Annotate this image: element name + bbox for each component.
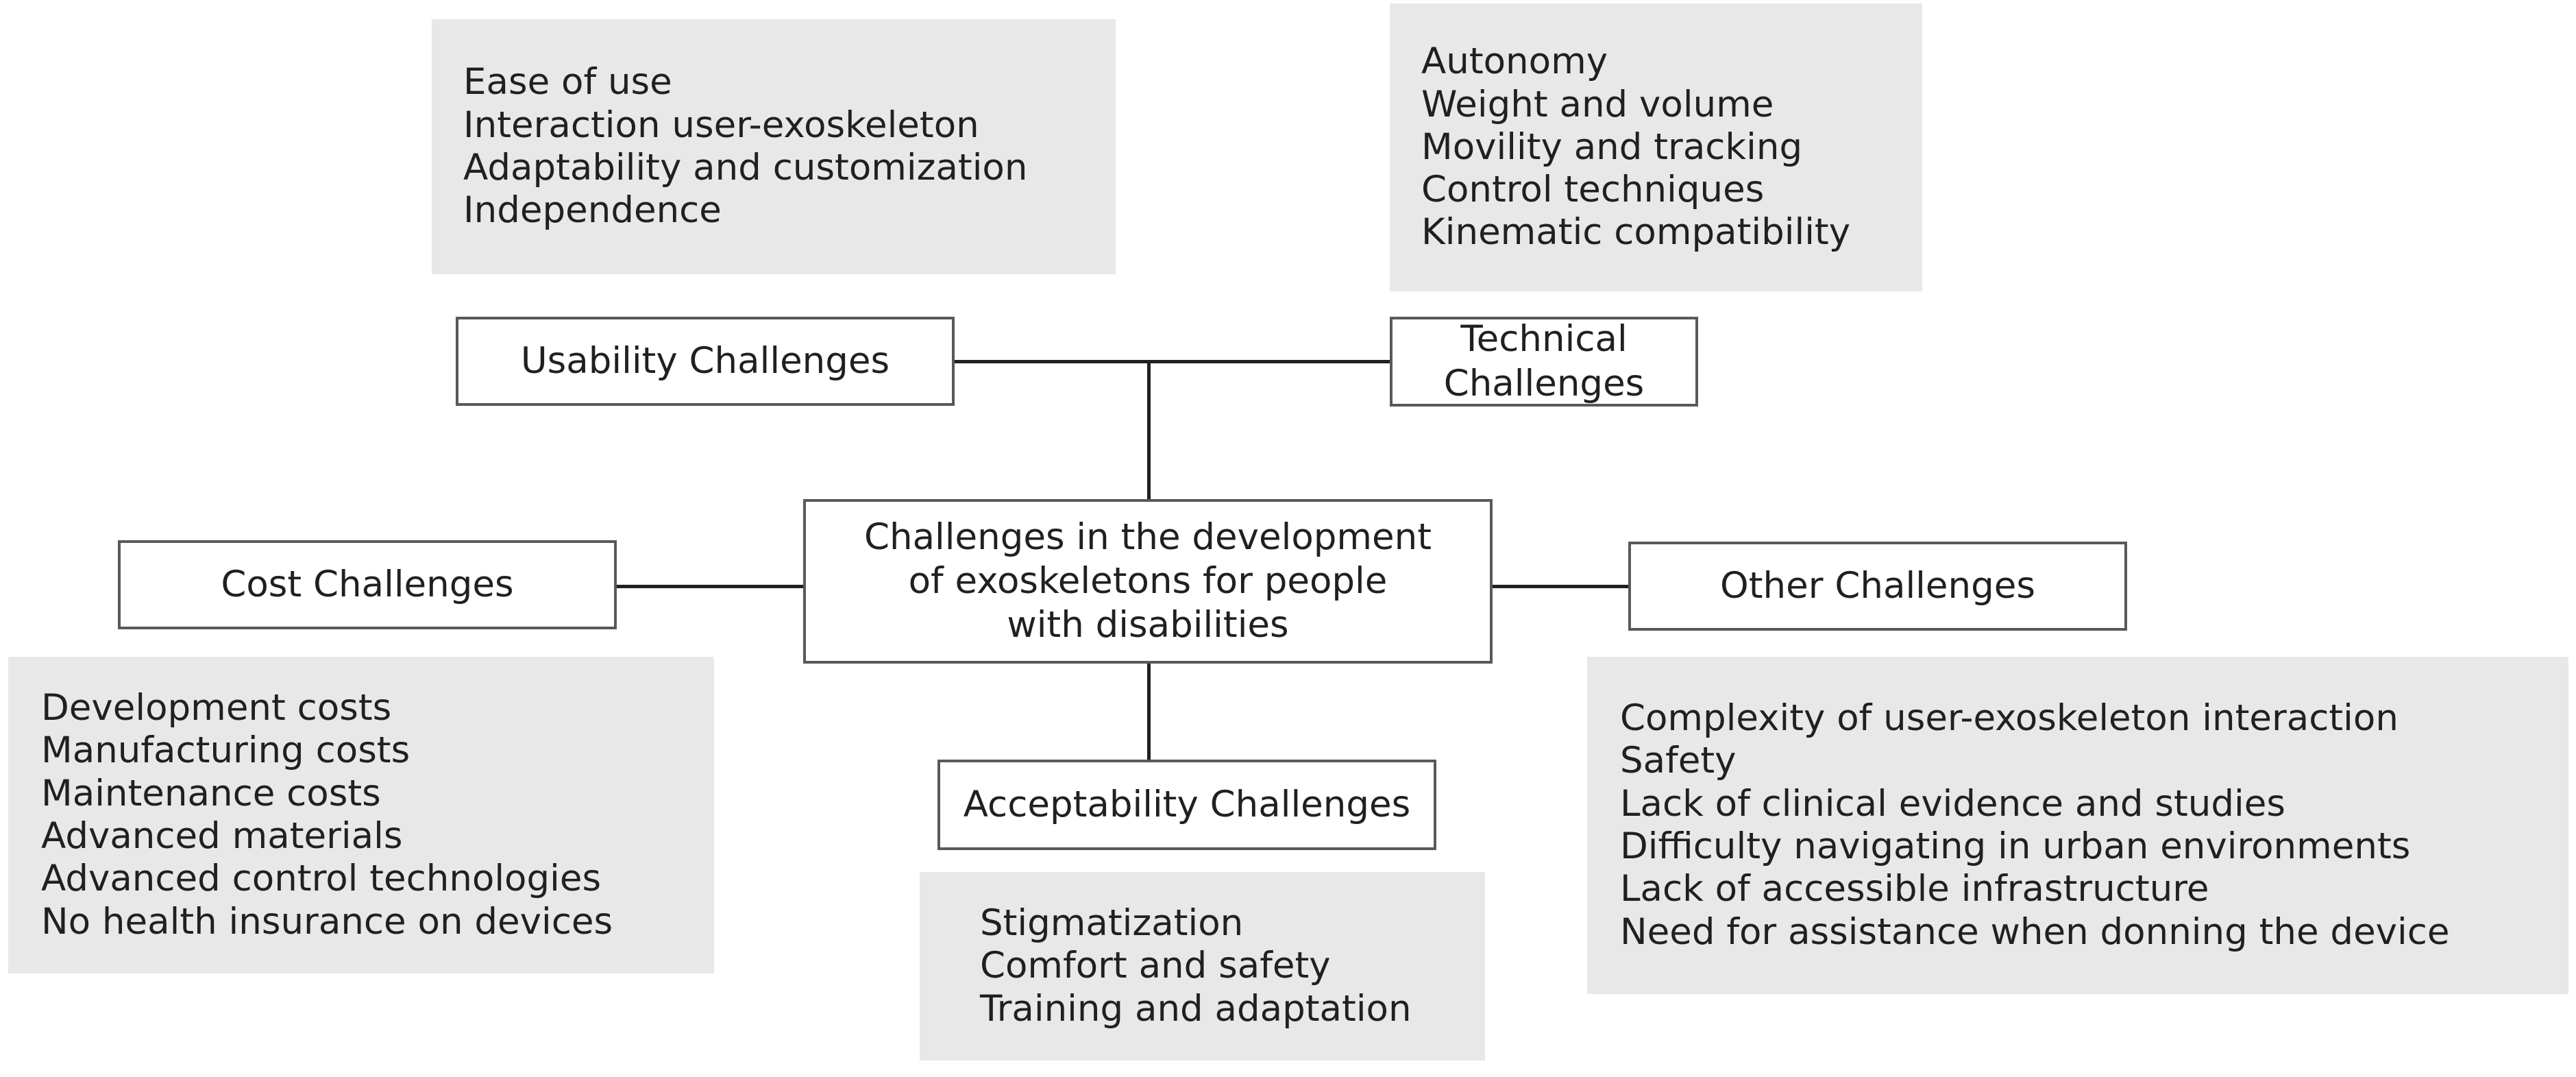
list-item: Training and adaptation: [980, 987, 1412, 1030]
list-item: Safety: [1620, 740, 1737, 782]
list-item: Comfort and safety: [980, 945, 1331, 987]
list-item: Autonomy: [1421, 40, 1608, 83]
list-item: Movility and tracking: [1421, 125, 1803, 168]
node-label: Other Challenges: [1720, 564, 2035, 607]
usability-items-panel: Ease of use Interaction user-exoskeleton…: [432, 19, 1116, 274]
node-center-challenges[interactable]: Challenges in the development of exoskel…: [803, 499, 1493, 664]
list-item: Weight and volume: [1421, 83, 1774, 125]
list-item: Adaptability and customization: [463, 147, 1028, 189]
list-item: Complexity of user-exoskeleton interacti…: [1620, 697, 2399, 740]
list-item: Manufacturing costs: [41, 729, 410, 772]
list-item: Ease of use: [463, 61, 672, 104]
node-label: Cost Challenges: [221, 563, 514, 605]
node-label: Technical Challenges: [1443, 318, 1645, 404]
list-item: Need for assistance when donning the dev…: [1620, 910, 2450, 953]
node-label: Acceptability Challenges: [963, 783, 1411, 825]
list-item: Kinematic compatibility: [1421, 211, 1851, 254]
list-item: Maintenance costs: [41, 772, 381, 814]
list-item: No health insurance on devices: [41, 900, 613, 943]
list-item: Advanced materials: [41, 815, 403, 857]
node-usability-challenges[interactable]: Usability Challenges: [456, 317, 955, 406]
connector-top-to-center: [1147, 360, 1151, 500]
connector-cost-to-center: [615, 585, 805, 588]
other-items-panel: Complexity of user-exoskeleton interacti…: [1587, 657, 2568, 994]
list-item: Stigmatization: [980, 902, 1244, 945]
acceptability-items-panel: Stigmatization Comfort and safety Traini…: [920, 872, 1485, 1061]
list-item: Independence: [463, 189, 722, 232]
list-item: Development costs: [41, 687, 392, 729]
node-acceptability-challenges[interactable]: Acceptability Challenges: [937, 760, 1436, 850]
list-item: Control techniques: [1421, 169, 1765, 211]
connector-center-to-acceptability: [1147, 662, 1151, 761]
node-technical-challenges[interactable]: Technical Challenges: [1390, 317, 1698, 407]
node-label: Usability Challenges: [520, 339, 890, 382]
node-other-challenges[interactable]: Other Challenges: [1628, 542, 2127, 631]
list-item: Advanced control technologies: [41, 858, 602, 900]
list-item: Interaction user-exoskeleton: [463, 104, 979, 146]
connector-center-to-other: [1491, 585, 1630, 588]
connector-usability-technical: [953, 360, 1391, 363]
list-item: Lack of accessible infrastructure: [1620, 868, 2209, 910]
page-title: Challenges in the development of exoskel…: [863, 516, 1432, 646]
cost-items-panel: Development costs Manufacturing costs Ma…: [8, 657, 714, 973]
node-cost-challenges[interactable]: Cost Challenges: [118, 540, 617, 629]
list-item: Difficulty navigating in urban environme…: [1620, 825, 2411, 867]
technical-items-panel: Autonomy Weight and volume Movility and …: [1390, 3, 1922, 291]
list-item: Lack of clinical evidence and studies: [1620, 782, 2285, 825]
